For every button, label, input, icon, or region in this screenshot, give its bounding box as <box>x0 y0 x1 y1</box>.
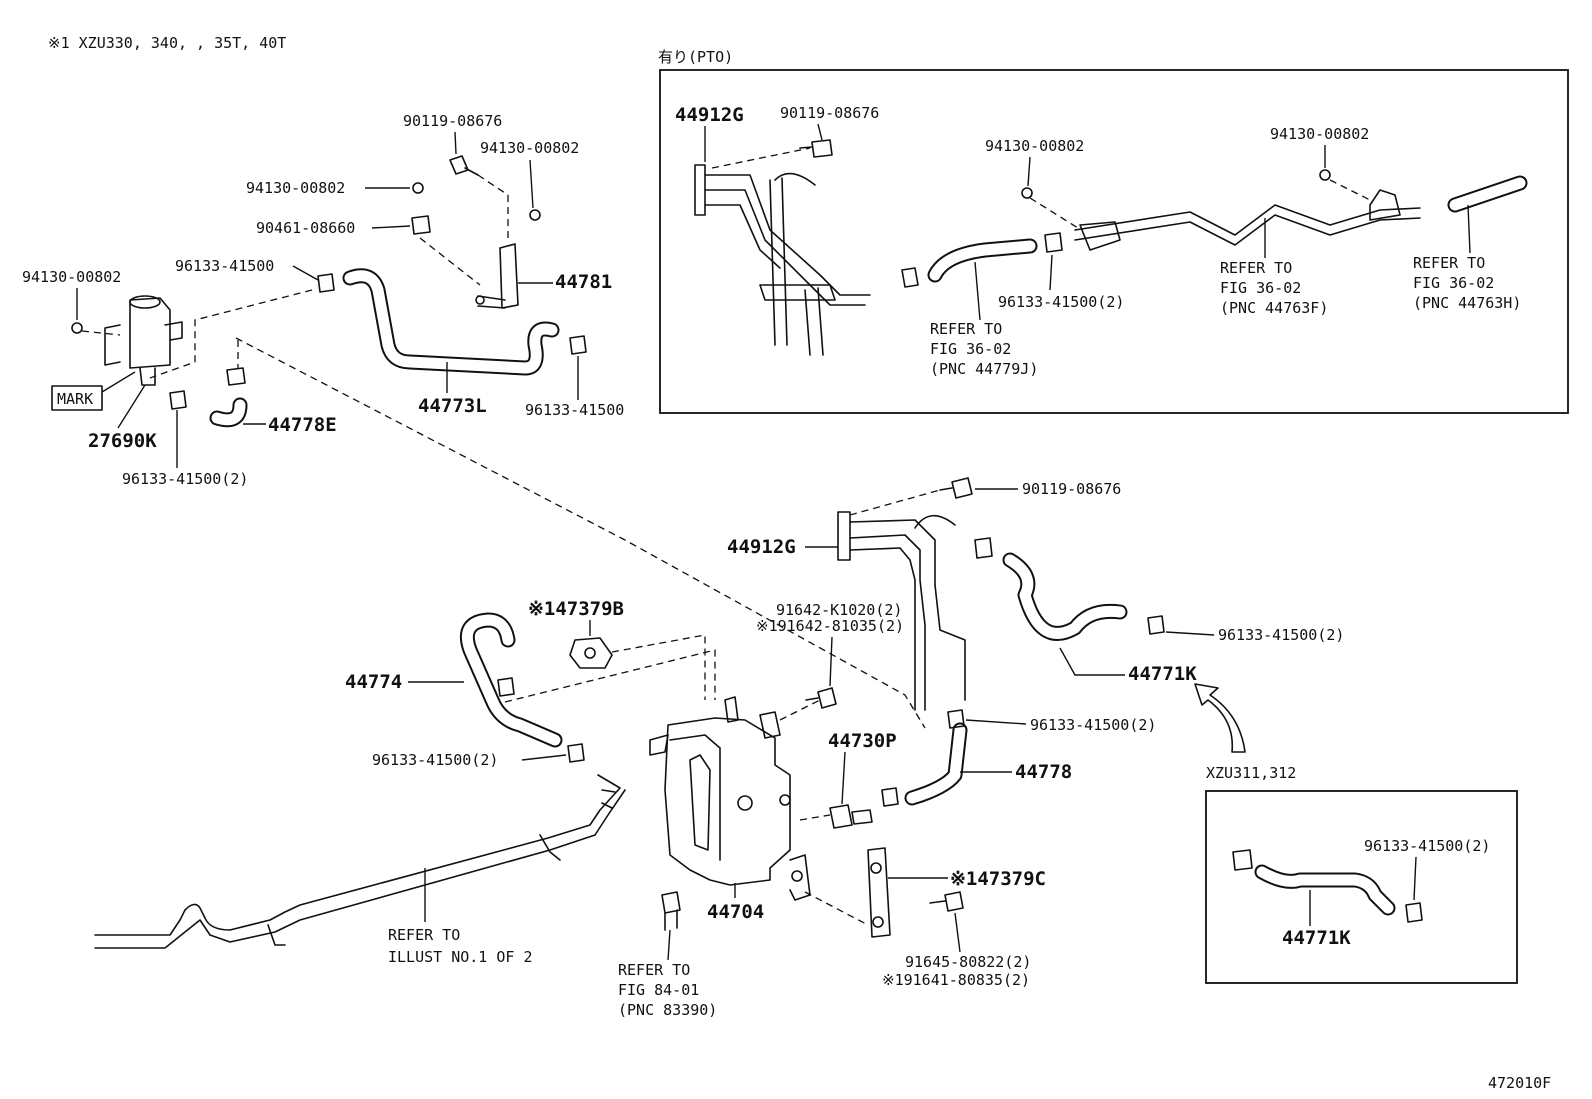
nut-94130-b[interactable] <box>412 182 424 194</box>
label-94130-a: 94130-00802 <box>480 139 579 157</box>
label-pto-ref3-line3: (PNC 44763H) <box>1413 294 1521 312</box>
bracket-44781[interactable] <box>475 243 519 309</box>
pto-clamp-bracket[interactable] <box>1369 189 1401 221</box>
label-44773l: 44773L <box>418 395 487 417</box>
pto-box-title: 有り(PTO) <box>658 48 733 66</box>
label-44778e: 44778E <box>268 414 337 436</box>
label-xzu-44771k: 44771K <box>1282 927 1351 949</box>
label-94130-b: 94130-00802 <box>246 179 345 197</box>
label-44912g-main: 44912G <box>727 536 796 558</box>
label-96133-b: 96133-41500 <box>525 401 624 419</box>
pto-bracket-44912g[interactable] <box>694 164 871 356</box>
label-44781: 44781 <box>555 271 612 293</box>
label-44774: 44774 <box>345 671 402 693</box>
label-ref-fig84-line3: (PNC 83390) <box>618 1001 717 1019</box>
pto-hose-clamp-2[interactable] <box>1044 232 1063 253</box>
pto-pipe-44763f[interactable] <box>1074 204 1421 251</box>
bolt-90119-a[interactable] <box>449 155 479 176</box>
label-96133-main-c: 96133-41500(2) <box>1030 716 1156 734</box>
nut-94130-a[interactable] <box>529 209 541 221</box>
hose-clamp-main-2[interactable] <box>1147 615 1165 635</box>
label-96133-a: 96133-41500 <box>175 257 274 275</box>
label-96133-c: 96133-41500(2) <box>122 470 248 488</box>
label-pto-94130-a: 94130-00802 <box>985 137 1084 155</box>
label-mark: MARK <box>57 390 93 408</box>
hose-clamp-small[interactable] <box>226 367 246 386</box>
nut-94130-c[interactable] <box>71 322 83 334</box>
grommet-47379b[interactable] <box>569 637 613 669</box>
xzu-hose-clamp-2[interactable] <box>1405 902 1423 923</box>
label-pto-94130-b: 94130-00802 <box>1270 125 1369 143</box>
bolt-91642[interactable] <box>805 687 837 709</box>
label-90119-a: 90119-08676 <box>403 112 502 130</box>
label-96133-main-b: 96133-41500(2) <box>372 751 498 769</box>
hose-clamp-96133-b[interactable] <box>569 335 587 355</box>
xzu-box-title: XZU311,312 <box>1206 764 1296 782</box>
label-pto-ref1-line1: REFER TO <box>930 320 1002 338</box>
label-pto-90119: 90119-08676 <box>780 104 879 122</box>
label-47379c: ※147379C <box>950 868 1046 890</box>
label-ref-illust-line1: REFER TO <box>388 926 460 944</box>
label-44778: 44778 <box>1015 761 1072 783</box>
label-pto-ref2-line3: (PNC 44763F) <box>1220 299 1328 317</box>
label-91642-b: ※191642-81035(2) <box>756 617 904 635</box>
hose-clamp-44774-top[interactable] <box>497 677 515 697</box>
nut-90461[interactable] <box>411 215 431 235</box>
hose-clamp-44778-b[interactable] <box>947 709 965 729</box>
sensor-83390[interactable] <box>661 891 681 931</box>
pto-hose-clamp-1[interactable] <box>901 267 919 288</box>
union-44730p[interactable] <box>829 804 873 829</box>
label-27690k: 27690K <box>88 430 157 452</box>
label-pto-ref3-line1: REFER TO <box>1413 254 1485 272</box>
xzu-box-frame <box>1205 790 1518 984</box>
label-90119-main: 90119-08676 <box>1022 480 1121 498</box>
label-44730p: 44730P <box>828 730 897 752</box>
arrow-to-xzu-box <box>1194 683 1246 753</box>
hose-clamp-96133-a[interactable] <box>317 273 335 293</box>
filler-tube[interactable] <box>94 774 626 949</box>
bolt-91645[interactable] <box>929 891 964 912</box>
label-91645: 91645-80822(2) <box>905 953 1031 971</box>
xzu-hose-clamp-1[interactable] <box>1232 849 1253 871</box>
hose-clamp-44774-bottom[interactable] <box>567 743 585 763</box>
label-ref-fig84-line2: FIG 84-01 <box>618 981 699 999</box>
reservoir-tank-44704[interactable] <box>649 696 811 901</box>
mark-tag <box>51 385 103 411</box>
bracket-44912g-main[interactable] <box>837 511 966 711</box>
bracket-47379c[interactable] <box>867 847 891 938</box>
label-xzu-96133: 96133-41500(2) <box>1364 837 1490 855</box>
label-91641: ※191641-80835(2) <box>882 971 1030 989</box>
hose-clamp-96133-c[interactable] <box>169 390 187 410</box>
label-pto-ref3-line2: FIG 36-02 <box>1413 274 1494 292</box>
label-pto-ref2-line1: REFER TO <box>1220 259 1292 277</box>
label-ref-fig84-line1: REFER TO <box>618 961 690 979</box>
bolt-90119-main[interactable] <box>939 477 973 499</box>
label-91642-a: 91642-K1020(2) <box>776 601 902 619</box>
label-44704: 44704 <box>707 901 764 923</box>
pto-nut-94130-a[interactable] <box>1021 187 1033 199</box>
model-note: ※1 XZU330, 340, , 35T, 40T <box>48 34 286 52</box>
label-ref-illust-line2: ILLUST NO.1 OF 2 <box>388 948 533 966</box>
pto-nut-94130-b[interactable] <box>1319 169 1331 181</box>
label-pto-96133: 96133-41500(2) <box>998 293 1124 311</box>
hose-clamp-44778-a[interactable] <box>881 787 899 807</box>
figure-code: 472010F <box>1488 1074 1551 1092</box>
label-44771k-main: 44771K <box>1128 663 1197 685</box>
label-90461: 90461-08660 <box>256 219 355 237</box>
label-94130-c: 94130-00802 <box>22 268 121 286</box>
hose-clamp-main-1[interactable] <box>974 537 993 559</box>
vsv-27690k[interactable] <box>104 295 183 386</box>
label-pto-ref2-line2: FIG 36-02 <box>1220 279 1301 297</box>
label-pto-ref1-line2: FIG 36-02 <box>930 340 1011 358</box>
label-96133-main-a: 96133-41500(2) <box>1218 626 1344 644</box>
pto-box-frame <box>659 69 1569 414</box>
label-47379b: ※147379B <box>528 598 624 620</box>
label-pto-44912g: 44912G <box>675 104 744 126</box>
label-pto-ref1-line3: (PNC 44779J) <box>930 360 1038 378</box>
pto-bolt-90119[interactable] <box>799 139 833 158</box>
